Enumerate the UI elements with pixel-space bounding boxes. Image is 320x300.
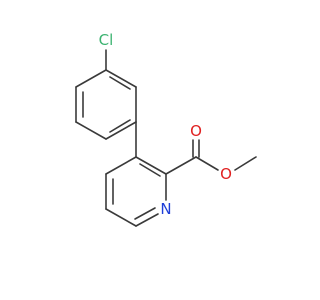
bond-pyridine-double-a <box>139 163 161 177</box>
bond-ester-o-methyl <box>234 156 257 171</box>
bond-pyridine-6 <box>105 156 137 175</box>
chlorine-label: Cl <box>99 31 114 49</box>
bond-pyridine-double-c <box>134 207 156 220</box>
bond-pyridine-4 <box>105 208 137 227</box>
bond-phenyl-3 <box>75 121 107 140</box>
bond-pyridine-1 <box>135 156 167 175</box>
bond-phenyl-4 <box>105 121 137 140</box>
bond-carbonyl-ester-o <box>195 156 219 171</box>
bond-ring-carbonyl <box>165 156 197 175</box>
bond-phenyl-double-b <box>109 119 131 133</box>
ester-oxygen-label: O <box>220 165 232 183</box>
bond-pyridine-3 <box>135 213 159 227</box>
carbonyl-oxygen-label: O <box>190 122 202 140</box>
bond-phenyl-1 <box>75 69 107 88</box>
bond-phenyl-6 <box>105 69 137 88</box>
bond-phenyl-double-c <box>109 76 131 90</box>
pyridine-nitrogen-label: N <box>160 200 171 218</box>
molecule-structure: Cl O O N <box>75 31 257 227</box>
